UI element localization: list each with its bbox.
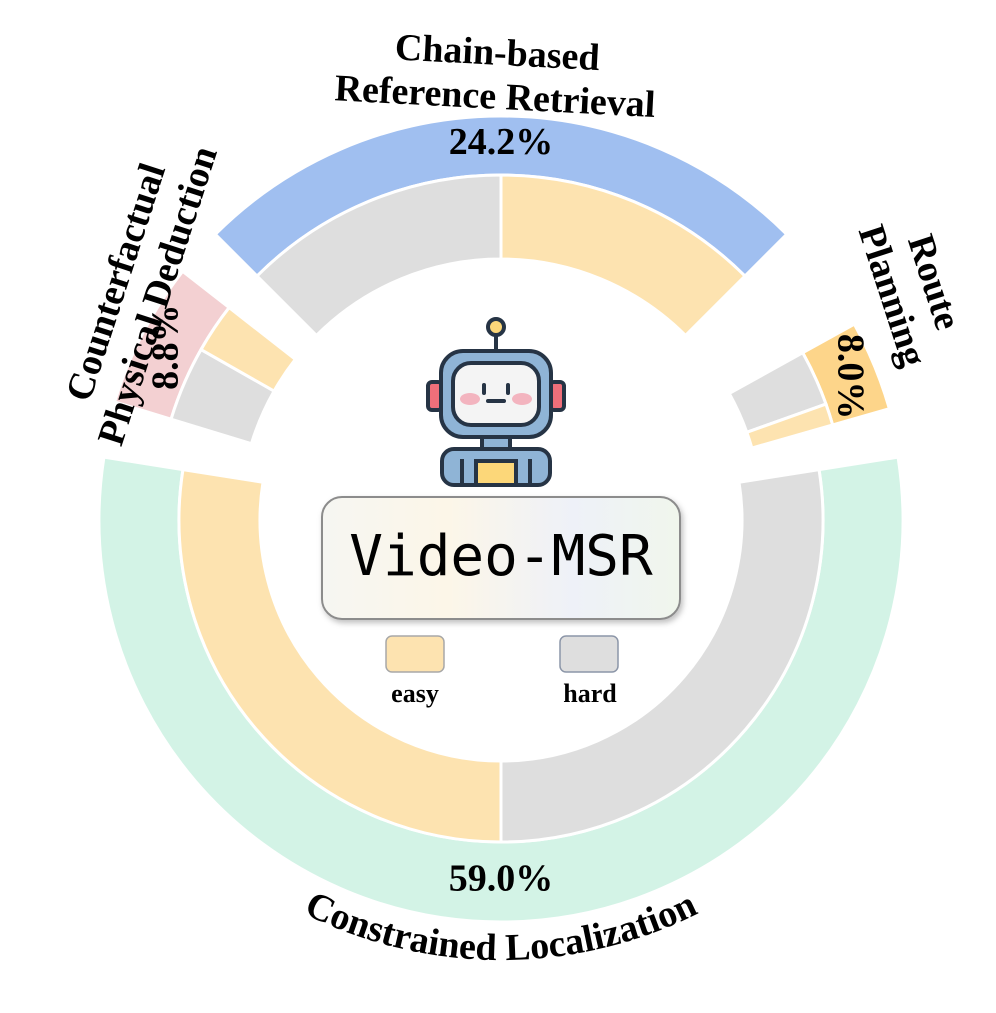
legend-swatch-easy [385,635,445,673]
category-label-line: Reference Retrieval [334,67,657,126]
title-box: Video-MSR [321,496,681,620]
legend-label-easy: easy [391,679,439,708]
chart-segments [97,114,905,924]
percent-label-constrained-localization: 59.0% [449,858,554,900]
subsegment-route-planning-easy [744,402,835,450]
legend-swatch-hard [559,635,619,673]
legend: easy hard [385,635,619,708]
percent-label-counterfactual-physical-deduction: 8.8% [145,304,187,390]
subsegment-constrained-localization-easy [177,467,503,844]
robot-icon [426,317,566,487]
subsegment-chain-based-reference-retrieval-easy [499,173,748,338]
percent-label-chain-based-reference-retrieval: 24.2% [449,121,554,163]
percent-label-route-planning: 8.0% [829,334,871,420]
legend-label-hard: hard [563,679,617,708]
subsegment-constrained-localization-hard [499,467,825,844]
chart-title: Video-MSR [349,524,653,589]
subsegment-counterfactual-physical-deduction-easy [198,305,298,394]
